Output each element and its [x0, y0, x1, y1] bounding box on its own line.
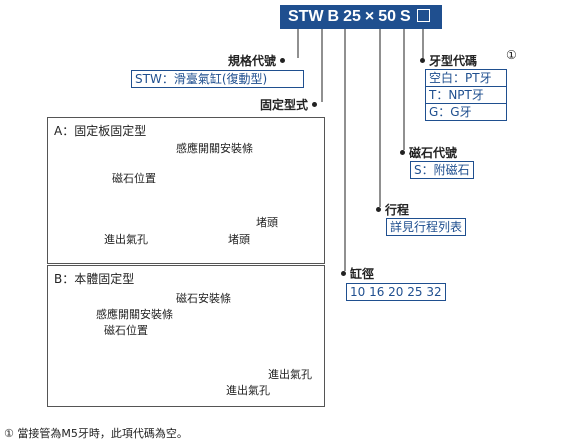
stroke-value: 詳見行程列表 — [386, 218, 467, 236]
code-thread-box — [416, 9, 430, 22]
spec-code-label: 規格代號 — [228, 52, 285, 69]
spec-code-value: STW：滑臺氣缸(復動型) — [131, 70, 304, 88]
magnet-code-label: 磁石代號 — [400, 144, 457, 161]
callout-plug: 堵頭 — [256, 216, 278, 229]
callout-air-port: 進出氣孔 — [226, 384, 270, 397]
code-bore: 25 — [343, 8, 361, 25]
mount-type-label: 固定型式 — [260, 96, 317, 113]
bore-values: 10 16 20 25 32 — [346, 283, 446, 301]
footnote: ① 當接管為M5牙時，此項代碼為空。 — [4, 427, 188, 440]
stroke-label: 行程 — [376, 201, 409, 218]
thread-option: G：G牙 — [429, 105, 472, 119]
callout-sensor-rail: 感應開關安裝條 — [176, 142, 253, 155]
thread-options: 空白：PT牙 T：NPT牙 G：G牙 — [425, 69, 507, 121]
callout-magnet-position: 磁石位置 — [112, 172, 156, 185]
callout-air-port: 進出氣孔 — [268, 368, 312, 381]
code-magnet: S — [400, 8, 411, 25]
callout-air-port: 進出氣孔 — [104, 233, 148, 246]
code-times: × — [364, 8, 375, 25]
bore-label: 缸徑 — [341, 265, 374, 282]
panel-a-title: A：固定板固定型 — [54, 124, 147, 138]
thread-code-label: 牙型代碼 — [420, 52, 477, 69]
magnet-code-value: S：附磁石 — [410, 161, 474, 179]
thread-note-mark: ① — [506, 48, 517, 62]
code-mount: B — [327, 8, 340, 25]
panel-a: A：固定板固定型 — [47, 117, 325, 264]
callout-plug: 堵頭 — [228, 233, 250, 246]
code-series: STW — [288, 8, 324, 25]
callout-sensor-rail: 感應開關安裝條 — [96, 308, 173, 321]
code-stroke: 50 — [378, 8, 397, 25]
panel-b-title: B：本體固定型 — [54, 272, 135, 286]
thread-option: T：NPT牙 — [426, 87, 506, 104]
thread-option: 空白：PT牙 — [426, 70, 506, 87]
callout-magnet-rail: 磁石安裝條 — [176, 292, 231, 305]
panel-b: B：本體固定型 — [47, 265, 325, 407]
callout-magnet-position: 磁石位置 — [104, 324, 148, 337]
